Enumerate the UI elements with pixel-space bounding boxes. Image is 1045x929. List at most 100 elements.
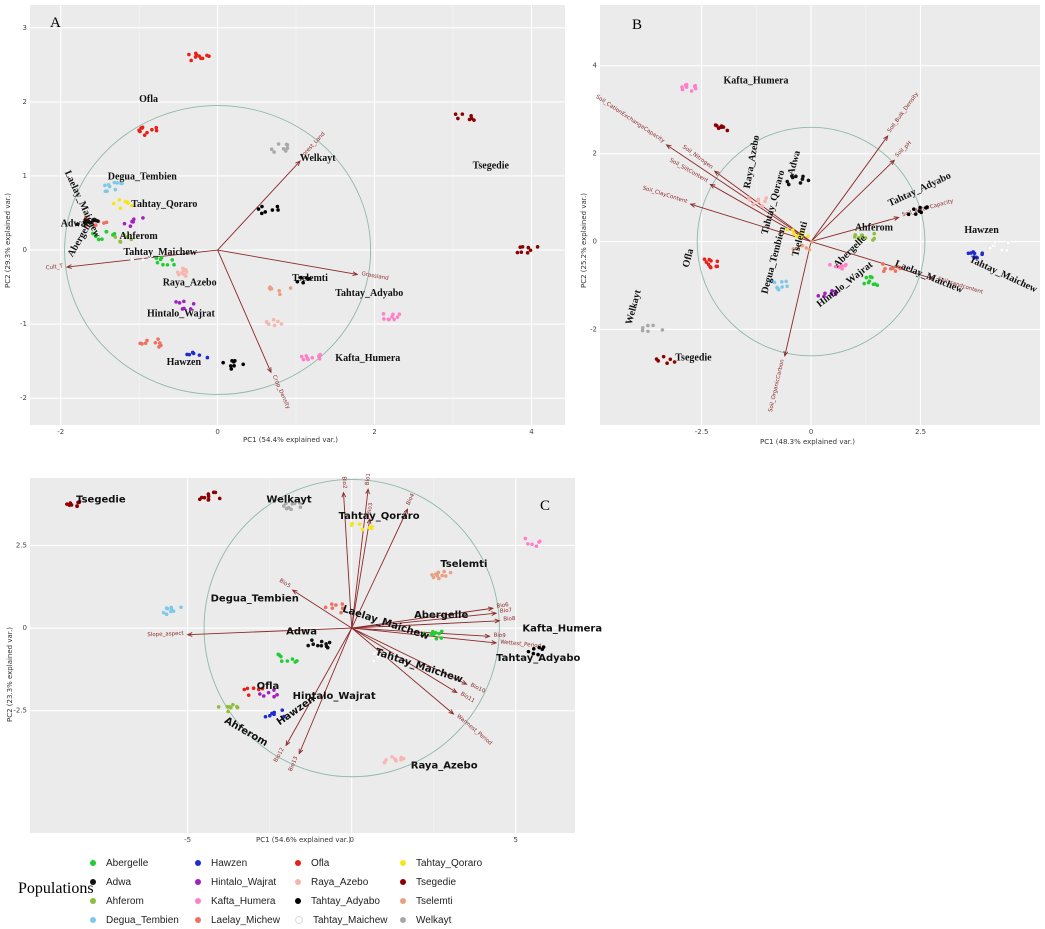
data-point [260,686,265,691]
data-point [791,247,796,251]
data-point [422,631,427,636]
population-labels: OflaTsegedieWelkaytDegua_TembienTahtay_Q… [61,94,510,368]
data-point [270,208,275,212]
data-point [656,359,660,363]
data-point [526,649,531,654]
data-point [159,255,164,260]
data-point [278,292,282,297]
population-label: Adwa [61,218,86,229]
data-point [259,211,264,216]
loading-label: Bio11 [459,691,475,704]
arrow-head [783,350,789,357]
data-point [786,182,791,187]
data-point [258,692,262,696]
data-point [266,322,271,327]
data-point [206,492,211,496]
legend-item-tahtay_maichew: Tahtay_Maichew [295,915,387,926]
data-point [764,196,768,200]
data-point [130,203,134,208]
data-point [367,525,372,530]
data-point [823,291,827,296]
data-point [319,639,324,644]
data-point [526,245,531,250]
panel-a-xlabel: PC1 (54.4% explained var.) [243,436,338,444]
loading-label: Bio4 [406,492,417,506]
data-point [231,702,235,707]
data-point [523,536,528,541]
data-point [708,264,712,269]
population-label: Hawzen [964,225,999,236]
arrow-head [491,611,498,617]
data-point [276,142,281,146]
legend-item-ahferom: Ahferom [90,896,144,907]
x-tick-label: 2 [372,428,376,436]
data-point [437,576,441,581]
arrow-head [366,517,372,525]
data-point [197,497,202,502]
loading-label: Soil_OrganicCarbon [768,358,786,412]
legend-item-hintalo_wajrat: Hintalo_Wajrat [195,877,276,888]
loading-arrow [351,627,457,693]
data-point [267,713,272,718]
data-point [89,220,94,225]
arrow-head [451,688,458,694]
data-point [111,201,116,206]
data-point [233,358,237,363]
y-tick-label: 0 [23,246,27,254]
population-label: Adwa [286,627,317,638]
loading-label: Bio3 [366,502,374,515]
data-point [189,58,193,63]
population-label: Tsegedie [473,161,510,172]
data-point [123,199,128,204]
data-point [143,341,148,346]
data-point [747,198,752,202]
loading-arrow [187,627,352,636]
arrow-head [403,508,408,515]
data-point [807,247,812,252]
data-point [665,361,669,366]
legend-label: Laelay_Michew [211,915,280,926]
arrow-head [494,618,501,624]
data-point [536,652,540,657]
legend-dot [295,879,301,886]
data-point [290,502,295,506]
data-point [382,317,386,321]
data-point [534,544,539,549]
data-point [397,312,402,316]
data-point [840,267,844,271]
data-point [285,146,290,150]
data-point [306,277,310,281]
data-point [305,356,310,360]
arrow-head [889,159,896,166]
data-point [668,357,673,362]
data-point [150,127,154,132]
population-label: Welkayt [300,153,336,164]
arrow-head [298,748,304,755]
data-point [999,247,1004,252]
data-point [784,279,788,284]
data-point [269,147,274,152]
legend-item-welkayt: Welkayt [400,915,451,926]
data-point [371,659,376,664]
data-point [275,692,279,697]
data-point [174,300,178,304]
legend-label: Hintalo_Wajrat [211,877,277,888]
data-point [434,630,438,635]
data-point [299,354,304,359]
panel-a-letter: A [50,15,61,31]
population-label: Raya_Azebo [742,134,762,189]
data-point [763,199,767,204]
x-tick-label: -5 [184,836,191,844]
data-point [284,142,289,147]
data-point [128,224,133,228]
data-point [156,337,160,341]
data-point [469,114,473,118]
x-tick-label: 2.5 [915,428,926,436]
legend-label: Adwa [106,877,132,888]
data-point [140,342,144,346]
data-point [179,605,183,610]
panel-b-xlabel: PC1 (48.3% explained var.) [760,438,855,446]
data-point [853,233,858,237]
population-label: Tahtay_Adyabo [496,653,580,664]
